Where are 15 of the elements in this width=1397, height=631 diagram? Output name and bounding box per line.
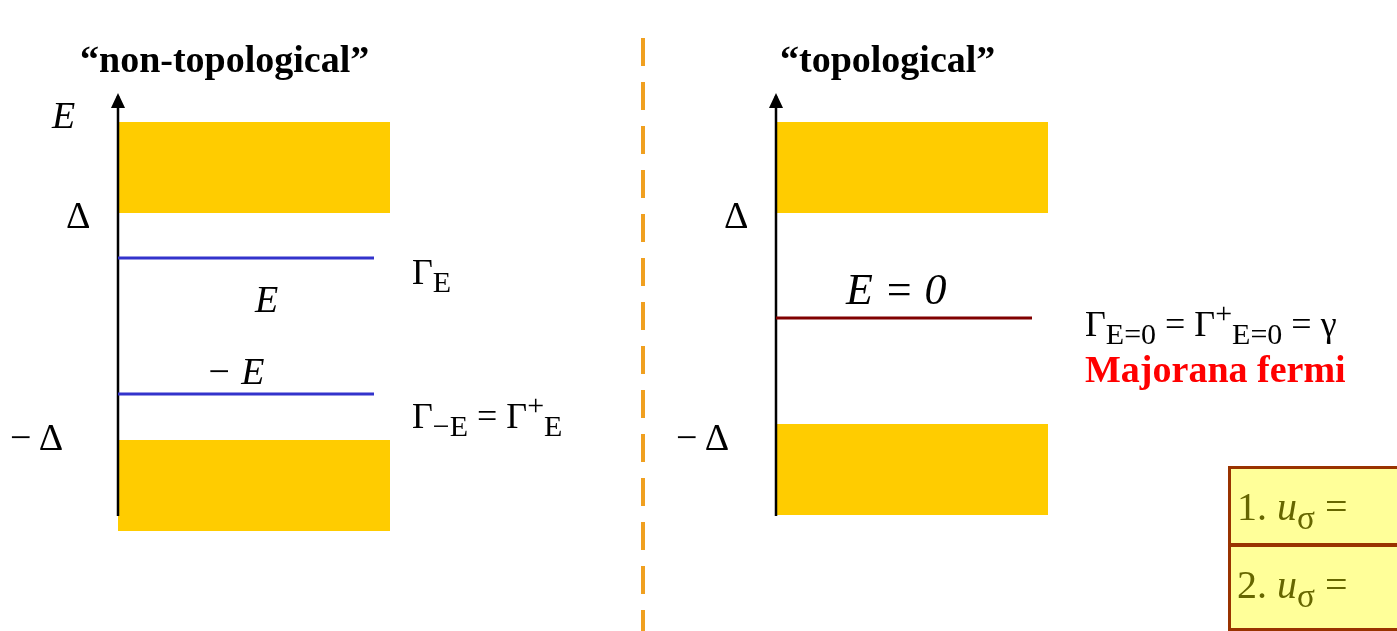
heading: “topological”	[780, 40, 996, 78]
energy-label: E = 0	[846, 268, 947, 312]
gap-label: Δ	[66, 196, 91, 234]
operator-equation: Γ$_{E=0}$ = Γ$^{+}$$_{E=0}$ = γ	[1085, 298, 1337, 350]
gap-label: − Δ	[10, 418, 64, 456]
operator-label: Γ$_{E}$	[412, 254, 452, 298]
highlight-text: Majorana fermi	[1085, 350, 1346, 388]
gap-label: − Δ	[676, 418, 730, 456]
energy-label: − E	[206, 352, 265, 390]
heading: “non-topological”	[80, 40, 370, 78]
gap-label: Δ	[724, 196, 749, 234]
axis-label: E	[52, 96, 76, 134]
condition-box: 1. u$_{σ}$ =	[1228, 466, 1397, 546]
condition-box: 2. u$_{σ}$ =	[1228, 544, 1397, 631]
energy-label: E	[255, 280, 279, 318]
